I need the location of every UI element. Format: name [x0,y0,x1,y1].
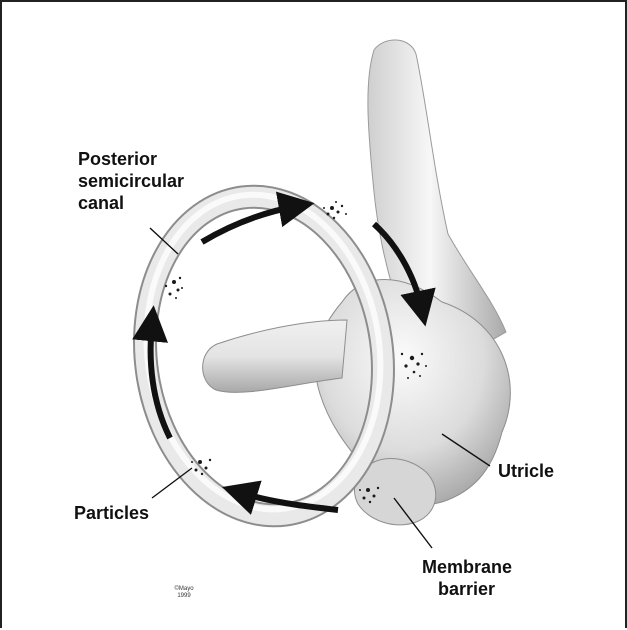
credit-line1: ©Mayo [172,586,196,593]
credit-line2: 1999 [172,593,196,600]
label-particles: Particles [74,502,149,524]
label-posterior-line1: Posterior [78,148,184,170]
copyright-credit: ©Mayo 1999 [172,586,196,600]
label-posterior-line2: semicircular [78,170,184,192]
label-membrane-line1: Membrane [422,556,512,578]
label-posterior-semicircular-canal: Posterior semicircular canal [78,148,184,214]
label-utricle: Utricle [498,460,554,482]
label-membrane-line2: barrier [422,578,512,600]
label-membrane-barrier: Membrane barrier [422,556,512,600]
label-posterior-line3: canal [78,192,184,214]
